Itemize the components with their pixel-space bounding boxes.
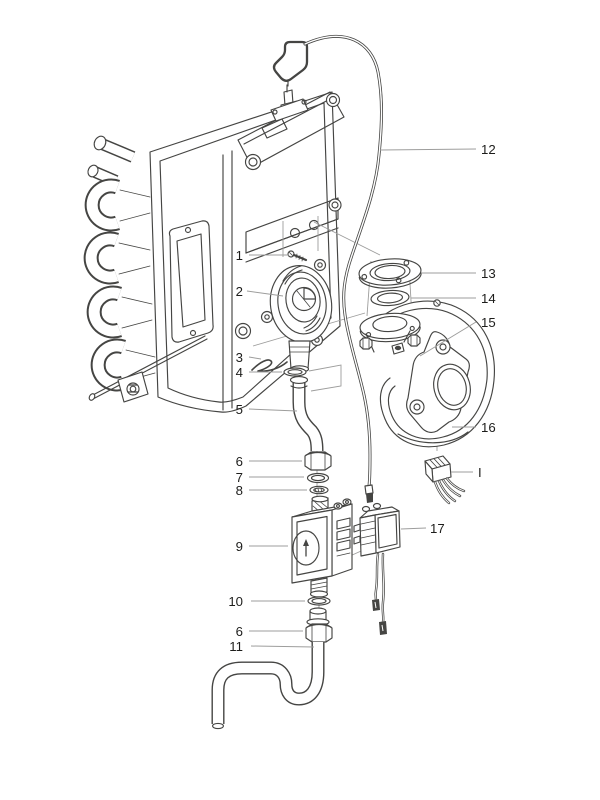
heat-exchanger (83, 91, 345, 413)
callout-8-label: 8 (236, 483, 243, 498)
callout-6-upper-label: 6 (236, 454, 243, 469)
callout-9-label: 9 (236, 539, 243, 554)
flange-nut (359, 334, 421, 355)
sensor-rod (88, 335, 208, 401)
callout-14-label: 14 (481, 291, 496, 306)
gas-pipe-part-11 (211, 642, 325, 730)
screw-part-1 (287, 250, 308, 262)
venturi-part-2 (260, 258, 333, 373)
gas-valve-part-9 (291, 495, 353, 598)
nut-part-6-upper (304, 451, 332, 471)
flange-part-13 (358, 258, 422, 289)
heat-exchanger-return-bends (83, 178, 156, 392)
wire-connector-part-I (424, 455, 466, 505)
coil-lead-wires (372, 552, 387, 635)
callout-I-label: I (478, 465, 482, 480)
callout-12-label: 12 (481, 142, 496, 157)
callout-15-label: 15 (481, 315, 496, 330)
pipe-part-5 (289, 376, 324, 452)
callout-11-label: 11 (229, 639, 243, 654)
callout-13-label: 13 (481, 266, 496, 281)
coil-part-17 (353, 502, 401, 635)
spark-plug-cap (272, 40, 309, 82)
access-panel (168, 220, 214, 343)
pipe-stub (87, 135, 136, 187)
callout-1-label: 1 (236, 248, 243, 263)
callout-2-label: 2 (236, 284, 243, 299)
ignition-electrode (270, 77, 309, 122)
oring-part-4 (283, 367, 307, 377)
clip-part-3 (251, 359, 288, 372)
callout-labels: 1 2 3 4 5 6 7 8 9 10 6 11 12 13 14 15 16… (228, 142, 495, 654)
callout-16-label: 16 (481, 420, 496, 435)
callout-5-label: 5 (236, 402, 243, 417)
washer-part-7 (306, 472, 330, 484)
callout-7-label: 7 (236, 470, 243, 485)
fan-part-15 (359, 299, 495, 448)
callout-4-label: 4 (236, 365, 243, 380)
ignition-cable-part-12 (303, 34, 383, 503)
callout-6-lower-label: 6 (236, 624, 243, 639)
union-fitting (306, 607, 330, 626)
gasket-part-14 (370, 289, 410, 307)
callout-3-label: 3 (236, 350, 243, 365)
oring-part-10 (307, 596, 331, 606)
callout-10-label: 10 (228, 594, 243, 609)
callout-17-label: 17 (430, 521, 445, 536)
leader-lines (246, 148, 477, 648)
nut-part-6-lower (305, 623, 333, 643)
bottom-bracket (117, 371, 149, 403)
corner-bolt (234, 92, 342, 340)
fan-motor-bracket (406, 299, 471, 433)
washer-part-8 (309, 485, 329, 495)
